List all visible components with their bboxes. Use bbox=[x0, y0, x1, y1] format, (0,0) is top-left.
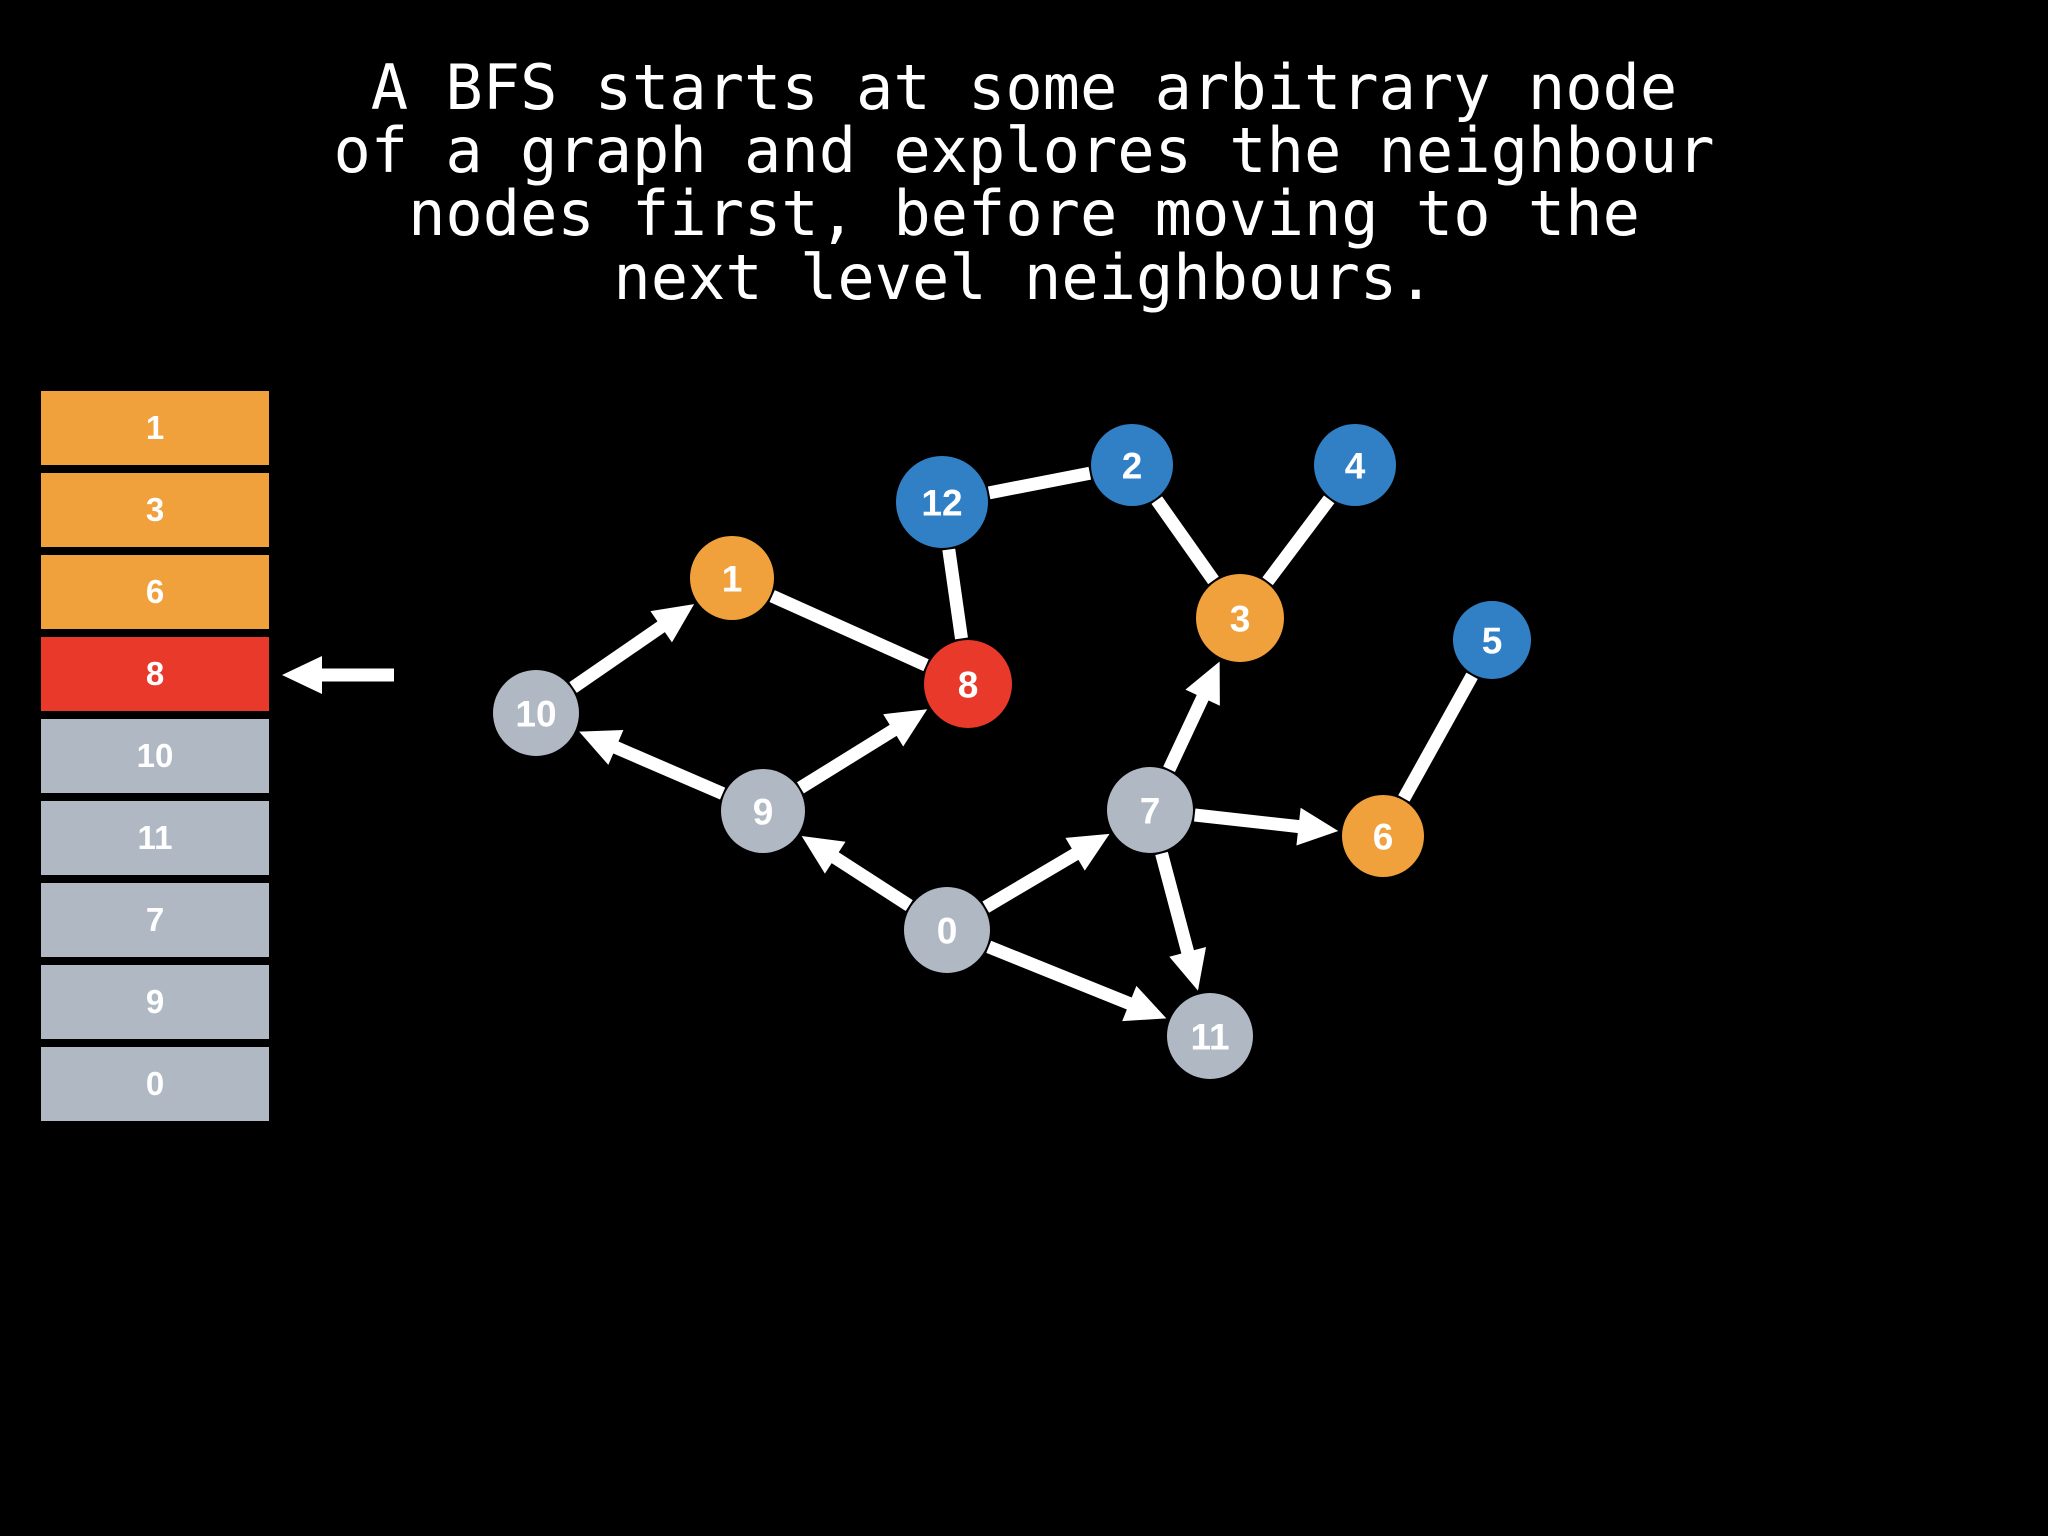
queue-cell-value: 0 bbox=[145, 1065, 165, 1102]
graph-edge bbox=[1151, 496, 1219, 585]
graph-node[interactable]: 11 bbox=[1167, 993, 1253, 1079]
graph-node-label: 0 bbox=[937, 911, 958, 952]
queue-cell-value: 3 bbox=[145, 491, 165, 528]
graph-node-label: 9 bbox=[753, 792, 774, 833]
graph-node[interactable]: 5 bbox=[1453, 601, 1531, 679]
queue-cell-value: 1 bbox=[145, 409, 165, 446]
edge-arrowhead-icon bbox=[1296, 807, 1339, 846]
graph-node-layer: 12 2 4 1 3 5 8 10 7 9 6 0 11 bbox=[493, 424, 1531, 1079]
queue-cell[interactable]: 1 bbox=[41, 391, 269, 465]
graph-node[interactable]: 3 bbox=[1196, 574, 1284, 662]
graph-node[interactable]: 4 bbox=[1314, 424, 1396, 506]
graph-node-label: 3 bbox=[1230, 599, 1251, 640]
graph-edge-directed bbox=[1155, 851, 1207, 991]
graph-node-circle[interactable] bbox=[1196, 574, 1284, 662]
graph-edge-directed bbox=[579, 730, 726, 800]
graph-node[interactable]: 8 bbox=[924, 640, 1012, 728]
graph-node-circle[interactable] bbox=[1314, 424, 1396, 506]
graph-node-circle[interactable] bbox=[1342, 795, 1424, 877]
graph-node[interactable]: 0 bbox=[904, 887, 990, 973]
graph-edge-directed bbox=[986, 940, 1167, 1022]
graph-node-circle[interactable] bbox=[1453, 601, 1531, 679]
graph-node-label: 7 bbox=[1140, 791, 1161, 832]
graph-node-circle[interactable] bbox=[1091, 424, 1173, 506]
graph-edge-directed bbox=[1194, 807, 1339, 846]
queue-cell-value: 8 bbox=[145, 655, 165, 692]
queue-cell[interactable]: 6 bbox=[41, 555, 269, 629]
graph-node-circle[interactable] bbox=[1167, 993, 1253, 1079]
graph-node[interactable]: 1 bbox=[690, 536, 774, 620]
graph-edge bbox=[769, 590, 929, 672]
graph-node[interactable]: 7 bbox=[1107, 767, 1193, 853]
graph-edge-directed bbox=[569, 604, 695, 693]
queue-cell-value: 7 bbox=[145, 901, 165, 938]
graph-node-circle[interactable] bbox=[1107, 767, 1193, 853]
graph-edge-layer bbox=[569, 466, 1478, 1022]
edge-arrowhead-icon bbox=[1122, 985, 1167, 1022]
graph-node-circle[interactable] bbox=[721, 769, 805, 853]
graph-edge-directed bbox=[801, 835, 913, 912]
graph-node-label: 6 bbox=[1373, 817, 1394, 858]
queue-cell[interactable]: 8 bbox=[41, 637, 269, 711]
graph-edge bbox=[987, 466, 1092, 500]
graph-node[interactable]: 12 bbox=[896, 456, 988, 548]
edge-arrowhead-icon bbox=[650, 604, 695, 643]
queue-cell[interactable]: 7 bbox=[41, 883, 269, 957]
edge-arrowhead-icon bbox=[801, 835, 846, 874]
graph-node-label: 11 bbox=[1190, 1017, 1229, 1058]
edge-arrowhead-icon bbox=[1169, 947, 1207, 991]
graph-node-label: 5 bbox=[1482, 621, 1503, 662]
graph-node-label: 12 bbox=[921, 483, 962, 524]
graph-edge-directed bbox=[1163, 661, 1220, 773]
queue-cell-value: 6 bbox=[145, 573, 165, 610]
queue-cell[interactable]: 0 bbox=[41, 1047, 269, 1121]
graph-node-circle[interactable] bbox=[690, 536, 774, 620]
graph-edge-directed bbox=[796, 709, 928, 794]
queue-cell[interactable]: 10 bbox=[41, 719, 269, 793]
graph-node[interactable]: 10 bbox=[493, 670, 579, 756]
queue-cell[interactable]: 11 bbox=[41, 801, 269, 875]
graph-node-circle[interactable] bbox=[493, 670, 579, 756]
graph-node-label: 4 bbox=[1345, 446, 1366, 487]
queue-cell-value: 9 bbox=[145, 983, 165, 1020]
graph-node[interactable]: 2 bbox=[1091, 424, 1173, 506]
graph-node[interactable]: 6 bbox=[1342, 795, 1424, 877]
edge-arrowhead-icon bbox=[1185, 661, 1220, 706]
graph-node-circle[interactable] bbox=[904, 887, 990, 973]
queue-cell[interactable]: 3 bbox=[41, 473, 269, 547]
graph-node-label: 8 bbox=[958, 665, 979, 706]
graph-edge bbox=[1262, 495, 1335, 586]
queue-cell[interactable]: 9 bbox=[41, 965, 269, 1039]
graph-edge bbox=[942, 548, 968, 640]
bfs-queue: 1 3 6 8 10 11 7 9 0 bbox=[41, 391, 269, 1121]
graph-node-label: 1 bbox=[722, 559, 743, 600]
graph-node-label: 10 bbox=[515, 694, 556, 735]
edge-arrowhead-icon bbox=[883, 709, 928, 747]
page-title: A BFS starts at some arbitrary node of a… bbox=[333, 51, 1715, 314]
graph-node-circle[interactable] bbox=[896, 456, 988, 548]
queue-pointer-arrow-icon bbox=[282, 656, 394, 694]
graph-edge bbox=[1398, 672, 1478, 802]
edge-arrowhead-icon bbox=[1065, 833, 1110, 871]
graph-edge-directed bbox=[982, 833, 1110, 913]
edge-arrowhead-icon bbox=[579, 730, 624, 765]
graph-node-label: 2 bbox=[1122, 446, 1143, 487]
queue-cell-value: 10 bbox=[136, 737, 174, 774]
queue-cell-value: 11 bbox=[137, 819, 173, 856]
graph-node-circle[interactable] bbox=[924, 640, 1012, 728]
graph-node[interactable]: 9 bbox=[721, 769, 805, 853]
